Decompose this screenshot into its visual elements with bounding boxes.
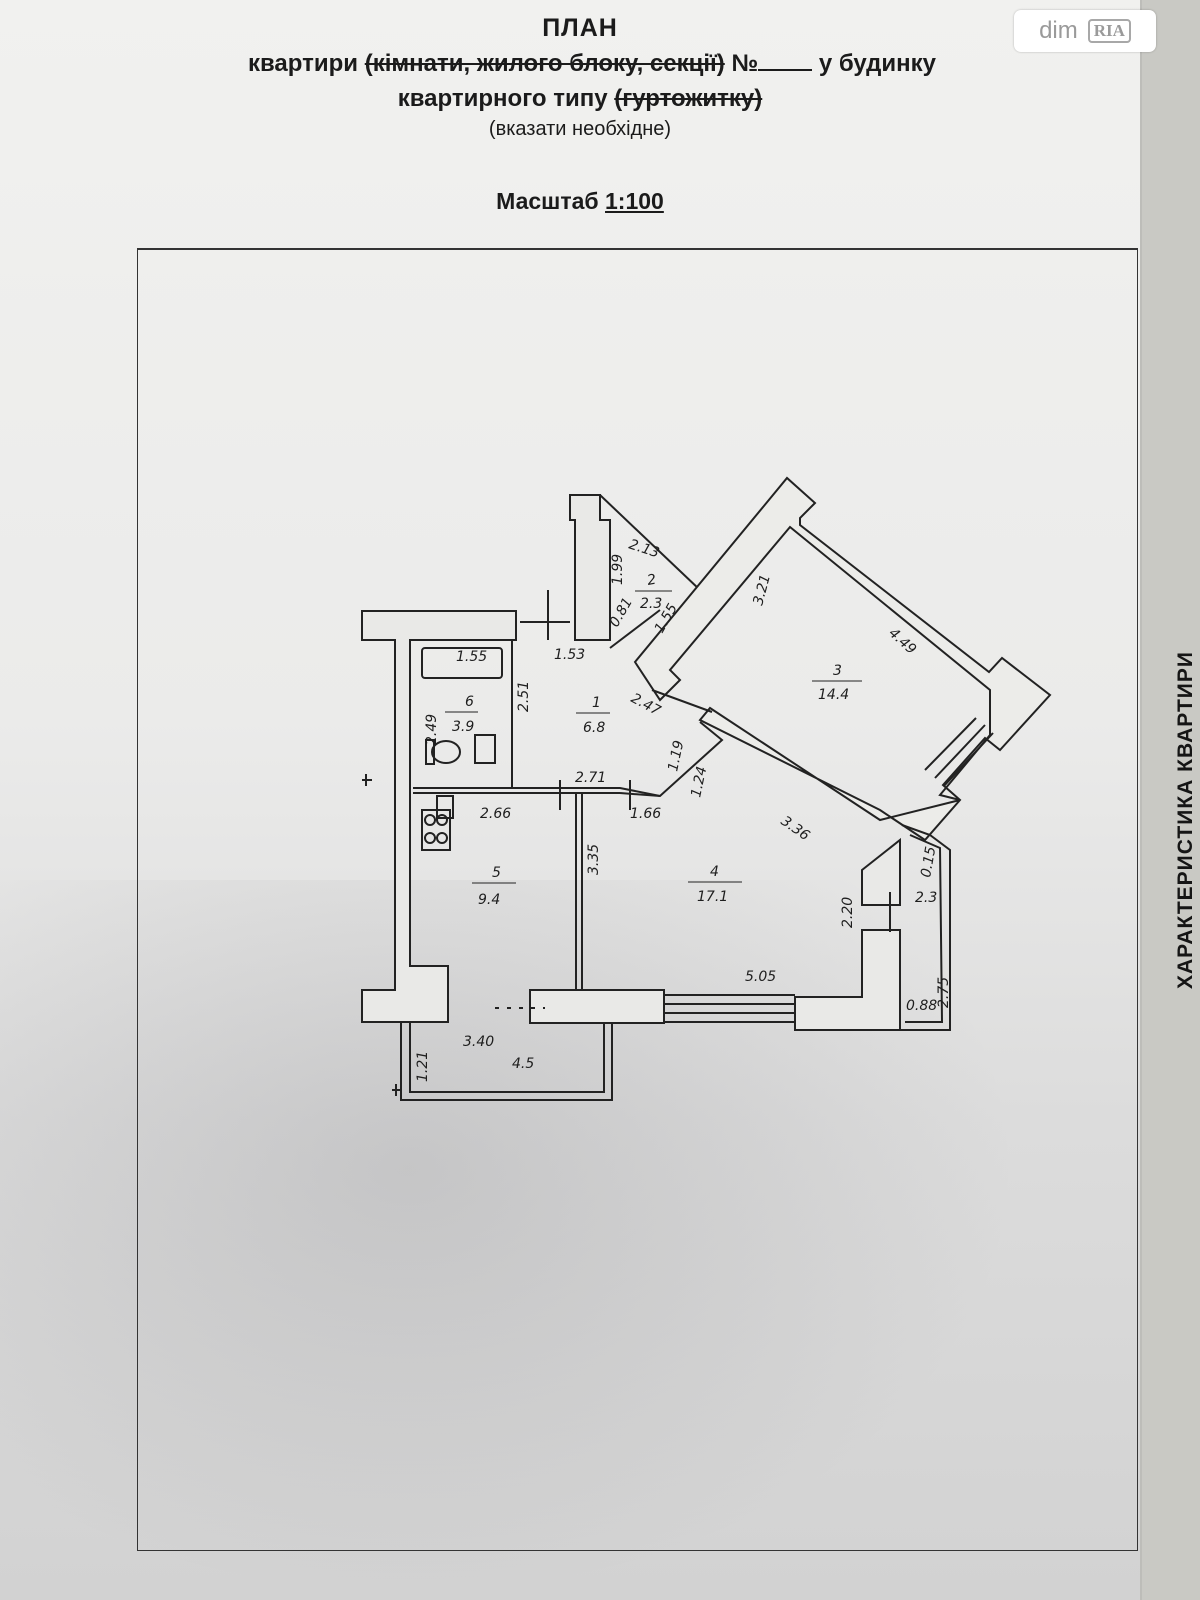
apartment-word: квартири [247, 50, 359, 77]
struck-dormitory: (гуртожитку) [614, 85, 763, 112]
window-bottom [664, 994, 795, 1023]
dim-1-21: 1.21 [415, 1051, 431, 1082]
room-6-number: 6 [465, 694, 474, 710]
header-line-apartment: квартири (кімнати, жилого блоку, секції)… [12, 50, 1172, 78]
header-line-type: квартирного типу (гуртожитку) [0, 85, 1160, 113]
bathtub [421, 647, 503, 679]
plan-frame [137, 248, 1138, 1551]
balcony-bottom-area: 4.5 [512, 1056, 534, 1072]
room-3-number: 3 [833, 663, 842, 679]
room-2-area: 2.3 [640, 596, 662, 612]
kitchen-sink [436, 795, 454, 819]
dim-2-49: 2.49 [424, 714, 440, 745]
room-1-area: 6.8 [583, 720, 605, 736]
scale-line: Масштаб 1:100 [0, 188, 1160, 215]
dim-1-99: 1.99 [610, 554, 626, 585]
dim-0-81: 0.81 [607, 595, 636, 630]
wall-room4-right [861, 837, 901, 906]
logo-ria-badge: RIA [1087, 19, 1131, 43]
scale-value: 1:100 [605, 188, 664, 214]
dim-2-71: 2.71 [575, 770, 606, 786]
in-building: у будинку [818, 50, 937, 77]
wall-left [361, 610, 517, 1023]
wall-bottom-mid [529, 989, 665, 1024]
scale-label: Масштаб [496, 188, 599, 214]
room-3-area: 14.4 [818, 687, 849, 703]
struck-options: (кімнати, жилого блоку, секції) [364, 50, 725, 77]
balcony-right [900, 824, 951, 1031]
header-hint: (вказати необхідне) [488, 118, 672, 140]
wall-room1-diagonal [619, 721, 724, 798]
sink [474, 734, 496, 764]
wall-room2 [569, 494, 611, 641]
dim-0-88: 0.88 [906, 998, 937, 1014]
document-sheet: ПЛАН квартири (кімнати, жилого блоку, се… [0, 0, 1142, 1600]
balcony-right-area: 2.3 [915, 890, 937, 906]
balcony-bottom [400, 1022, 613, 1101]
toilet [431, 740, 461, 764]
dim-1-55: 1.55 [456, 649, 487, 665]
building-type: квартирного типу [397, 85, 608, 112]
floor-plan: 6 3.9 1 6.8 2 2.3 3 14.4 4 17.1 5 9.4 2.… [361, 476, 1052, 1101]
room-6-area: 3.9 [452, 719, 474, 735]
dim-2-20: 2.20 [840, 897, 856, 928]
window-room3 [924, 717, 994, 787]
dim-ria-watermark: dim RIA [1014, 10, 1156, 52]
document-title: ПЛАН [542, 14, 618, 42]
door-left [362, 774, 372, 786]
door-bottom [392, 1084, 400, 1096]
dim-1-19: 1.19 [665, 739, 687, 773]
room-2-number: 2 [646, 572, 658, 589]
number-blank [758, 51, 813, 71]
side-title: ХАРАКТЕРИСТИКА КВАРТИРИ [1174, 650, 1197, 990]
room-4-number: 4 [710, 864, 719, 880]
room-5-number: 5 [492, 865, 501, 881]
room-1-number: 1 [592, 695, 601, 711]
dim-2-75: 2.75 [936, 977, 952, 1008]
dim-5-05: 5.05 [745, 969, 776, 985]
dim-1-24: 1.24 [688, 765, 710, 799]
dim-0-15: 0.15 [918, 845, 939, 879]
dim-3-21: 3.21 [750, 573, 774, 607]
logo-dim-text: dim [1039, 17, 1078, 44]
wall-partition-upper [413, 787, 661, 797]
dim-1-66: 1.66 [630, 806, 661, 822]
number-sign: № [731, 50, 759, 77]
door-lines [520, 590, 891, 932]
dim-3-36: 3.36 [778, 813, 813, 844]
dim-2-51: 2.51 [516, 681, 532, 712]
dim-4-49: 4.49 [885, 625, 919, 658]
dim-2-13: 2.13 [627, 537, 662, 562]
room-5-area: 9.4 [478, 892, 500, 908]
dim-3-40: 3.40 [463, 1034, 494, 1050]
dim-3-35: 3.35 [586, 844, 602, 875]
dim-2-66: 2.66 [480, 806, 511, 822]
dim-1-53: 1.53 [554, 647, 585, 663]
room-4-area: 17.1 [697, 889, 728, 905]
wall-room4-right-lower [794, 929, 901, 1031]
stove [421, 809, 451, 851]
